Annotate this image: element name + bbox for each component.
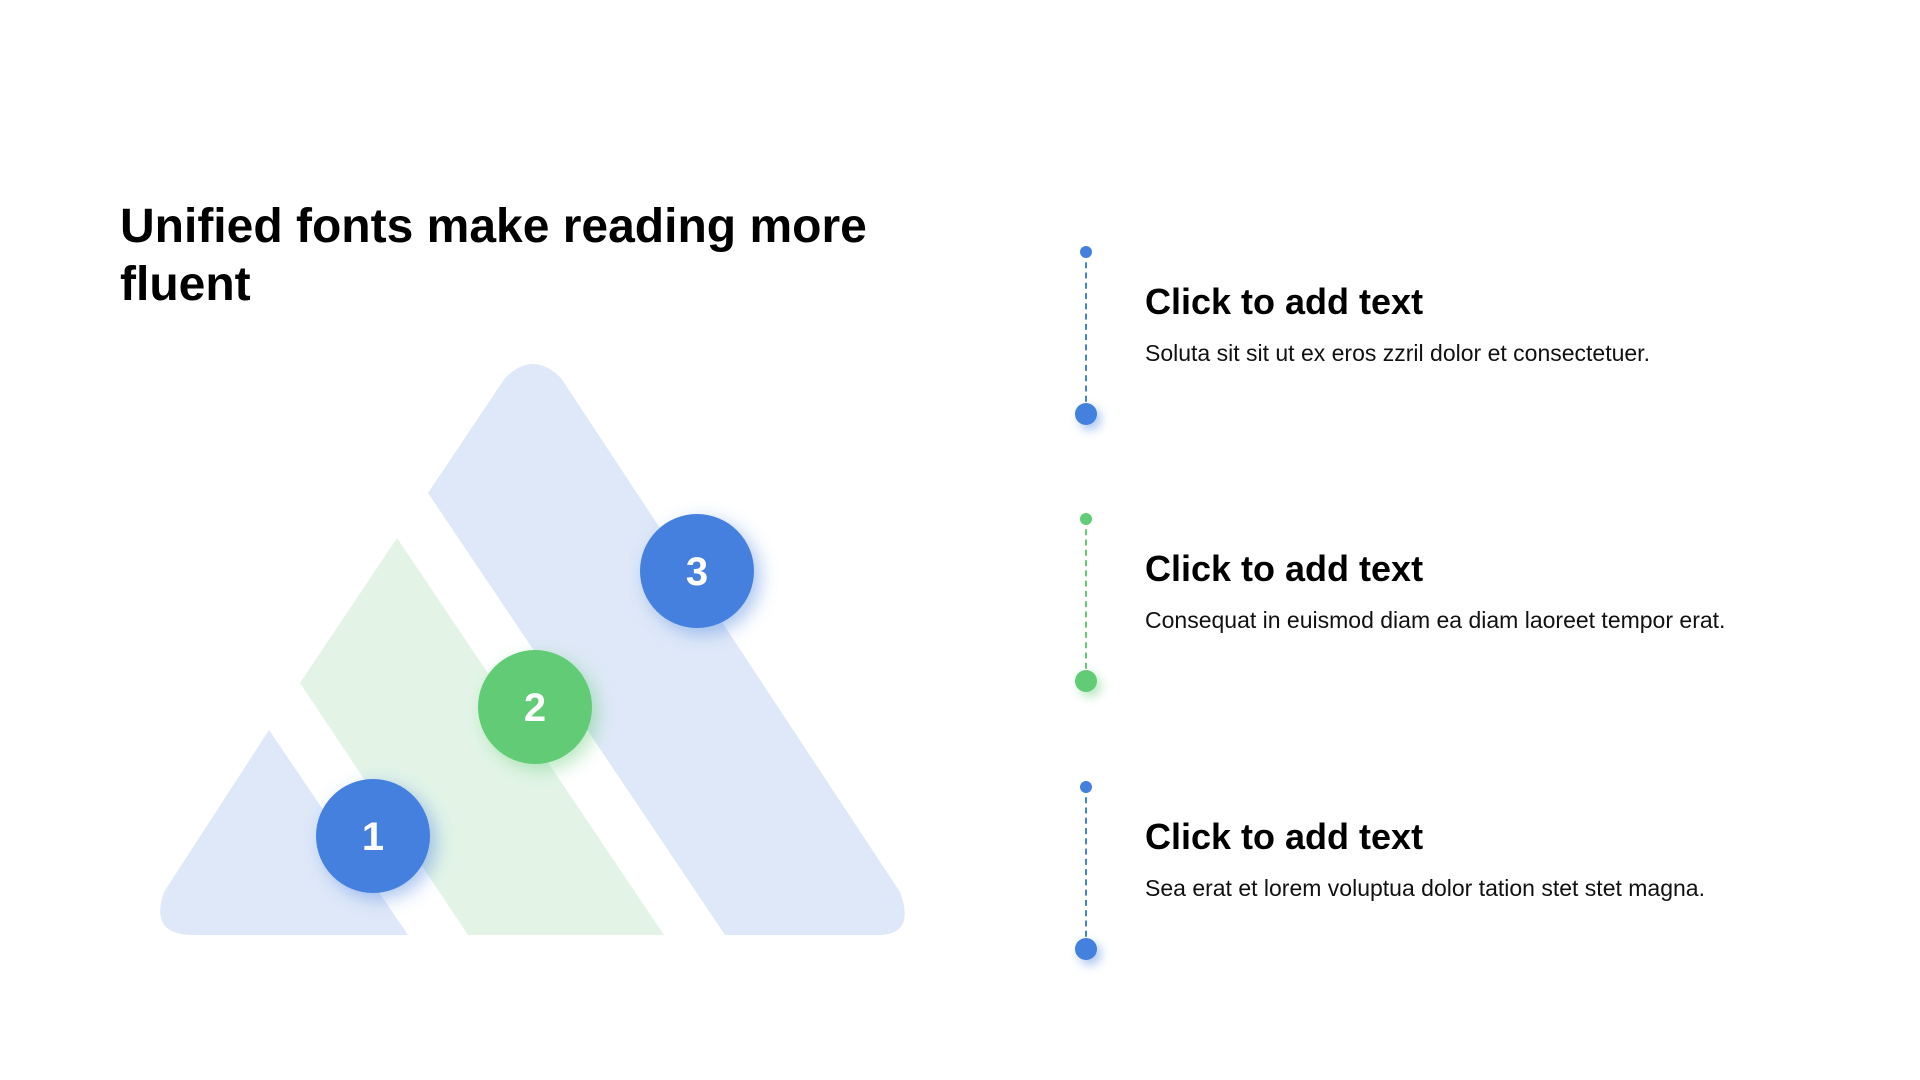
text-item-1: Click to add text Soluta sit sit ut ex e…: [1070, 240, 1870, 480]
badge-2-label: 2: [524, 686, 546, 730]
timeline-dot-large: [1075, 938, 1097, 960]
text-item-3: Click to add text Sea erat et lorem volu…: [1070, 775, 1870, 1015]
item-description[interactable]: Sea erat et lorem voluptua dolor tation …: [1145, 875, 1705, 901]
item-heading[interactable]: Click to add text: [1145, 281, 1424, 322]
item-description[interactable]: Consequat in euismod diam ea diam laoree…: [1145, 607, 1726, 633]
badge-1-label: 1: [362, 815, 384, 859]
badge-1: 1: [316, 779, 430, 893]
timeline-connector: [1085, 519, 1087, 679]
text-item-2: Click to add text Consequat in euismod d…: [1070, 507, 1870, 747]
pyramid-band-middle: [300, 538, 664, 935]
timeline-dot-large: [1075, 403, 1097, 425]
badge-3-label: 3: [686, 550, 708, 594]
timeline-dot-small: [1080, 781, 1092, 793]
item-description[interactable]: Soluta sit sit ut ex eros zzril dolor et…: [1145, 340, 1650, 366]
badge-2: 2: [478, 650, 592, 764]
badge-3: 3: [640, 514, 754, 628]
timeline-connector: [1085, 787, 1087, 947]
item-heading[interactable]: Click to add text: [1145, 548, 1424, 589]
timeline-dot-small: [1080, 513, 1092, 525]
item-heading[interactable]: Click to add text: [1145, 816, 1424, 857]
pyramid-band-large: [428, 364, 905, 935]
timeline-dot-small: [1080, 246, 1092, 258]
page-title[interactable]: Unified fonts make reading more fluent: [120, 200, 867, 311]
timeline-connector: [1085, 252, 1087, 412]
timeline-dot-large: [1075, 670, 1097, 692]
